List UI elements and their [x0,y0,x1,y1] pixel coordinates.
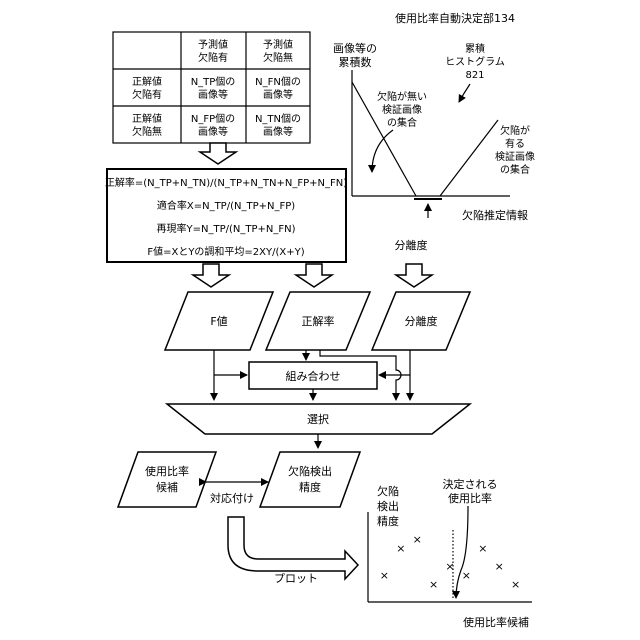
select-label: 選択 [307,412,329,426]
scatter-point-8: × [495,560,504,573]
cell-tn-line2: 画像等 [263,125,293,138]
formula-recall: 再現率Y=N_TP/(N_TP+N_FN) [157,222,296,235]
histogram-label-line1: 累積 [465,42,485,55]
defect-curve [440,120,498,196]
down-arrow-table-to-formulas [200,143,236,164]
histogram-ylabel-line1: 画像等の [333,41,377,55]
no-defect-set-line1: 欠陥が無い [377,90,427,103]
confusion-matrix-table: 予測値 欠陥有 予測値 欠陥無 正解値 欠陥有 N_TP個の 画像等 N_FN個… [113,32,310,143]
formula-f-value: F値=XとYの調和平均=2XY/(X+Y) [147,245,304,258]
f-value-label: F値 [210,315,227,328]
down-arrow-to-f-value [193,264,229,287]
scatter-point-7: × [478,542,487,555]
scatter-ylabel-line3: 精度 [377,514,399,528]
histogram-label-line2: ヒストグラム [445,55,505,68]
plot-bent-arrow [228,517,358,579]
down-arrow-to-separation [396,264,432,287]
scatter-point-4: × [429,578,438,591]
no-defect-set-line2: 検証画像 [382,103,422,116]
histogram-xlabel: 欠陥推定情報 [462,208,528,222]
defect-set-line4: の集合 [500,163,530,176]
diagram-title: 使用比率自動決定部134 [395,11,515,25]
cell-tn-line1: N_TN個の [255,112,301,125]
row-header-actual-defect-line2: 欠陥有 [132,88,162,101]
col-header-predicted-no-defect-line1: 予測値 [263,38,293,51]
row-header-actual-defect-line1: 正解値 [132,75,162,88]
col-header-predicted-defect-line1: 予測値 [198,38,228,51]
defect-set-line2: 有る [505,137,525,150]
combine-label: 組み合わせ [286,369,341,383]
formula-accuracy: 正解率=(N_TP+N_TN)/(N_TP+N_TN+N_FP+N_FN) [105,176,347,189]
cell-tp-line1: N_TP個の [191,75,236,88]
histogram-ylabel-line2: 累積数 [339,55,372,69]
scatter-ylabel-line2: 検出 [377,499,399,513]
plot-label: プロット [274,572,318,585]
histogram-label-pointer [459,84,470,102]
scatter-xlabel: 使用比率候補 [463,615,529,629]
defect-set-line1: 欠陥が [500,124,530,137]
separation-param-label: 分離度 [405,314,438,328]
ratio-candidate-line1: 使用比率 [145,464,189,478]
histogram-label-number: 821 [465,70,484,81]
decided-ratio-pointer [456,506,468,598]
detection-precision-line1: 欠陥検出 [288,464,332,478]
detection-precision-line2: 精度 [299,480,321,494]
col-header-predicted-defect-line2: 欠陥有 [198,51,228,64]
cell-fn-line2: 画像等 [263,88,293,101]
down-arrow-to-accuracy [296,264,332,287]
formula-box: 正解率=(N_TP+N_TN)/(N_TP+N_TN+N_FP+N_FN) 適合… [105,169,347,262]
scatter-point-9: × [511,578,520,591]
scatter-plot: 欠陥 検出 精度 決定される 使用比率 × × × × × × × × × 使用比率候補 [368,477,532,629]
scatter-annotation-line1: 決定される [443,477,498,491]
col-header-predicted-no-defect-line2: 欠陥無 [263,51,293,64]
correspond-label: 対応付け [210,491,254,505]
row-header-actual-no-defect-line2: 欠陥無 [132,125,162,138]
accuracy-label: 正解率 [302,314,335,328]
cell-fp-line2: 画像等 [198,125,228,138]
scatter-point-1: × [380,569,389,582]
separation-to-combine [379,350,410,375]
ratio-candidate-line2: 候補 [156,480,178,494]
scatter-annotation-line2: 使用比率 [448,491,492,505]
separation-label: 分離度 [395,238,428,252]
scatter-point-5: × [445,560,454,573]
scatter-ylabel-line1: 欠陥 [377,484,399,498]
no-defect-set-line3: の集合 [387,116,417,129]
defect-set-line3: 検証画像 [495,150,535,163]
cell-fp-line1: N_FP個の [191,112,235,125]
ratio-candidate-parallelogram [118,452,216,507]
scatter-points: × × × × × × × × × [380,533,520,591]
cumulative-histogram: 画像等の 累積数 累積 ヒストグラム 821 欠陥が無い 検証画像 の集合 欠陥… [333,41,535,252]
scatter-point-3: × [413,533,422,546]
scatter-point-6: × [462,569,471,582]
cell-fn-line1: N_FN個の [255,75,301,88]
formula-precision: 適合率X=N_TP/(N_TP+N_FP) [157,199,295,212]
detection-precision-parallelogram [260,452,360,507]
scatter-point-2: × [396,542,405,555]
cell-tp-line2: 画像等 [198,88,228,101]
row-header-actual-no-defect-line1: 正解値 [132,112,162,125]
